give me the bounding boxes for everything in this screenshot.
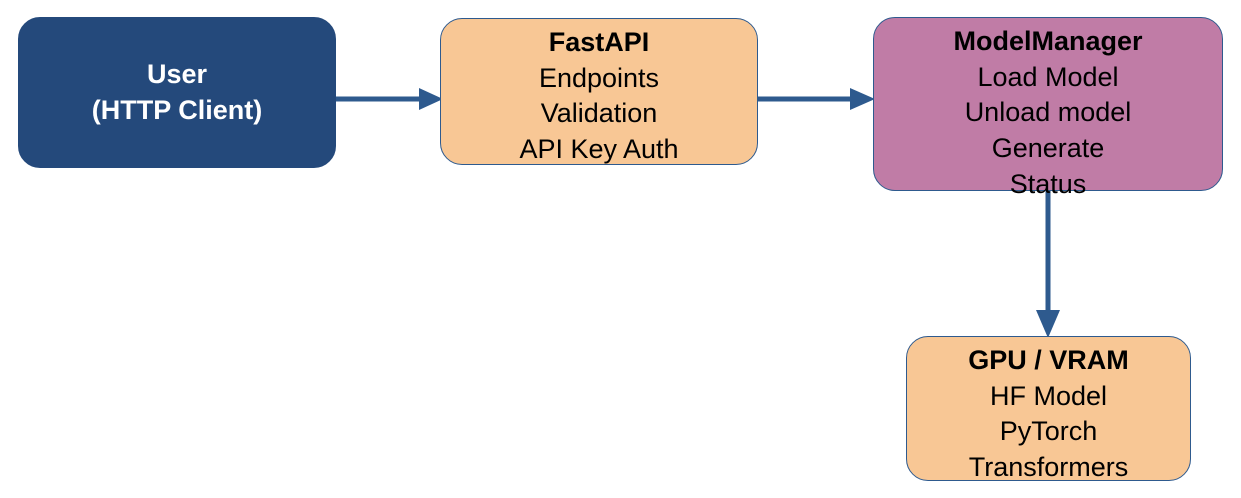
node-modelmanager-line-1: Load Model [977,61,1119,92]
node-modelmanager[interactable]: ModelManager Load Model Unload model Gen… [873,17,1223,199]
node-gpu[interactable]: GPU / VRAM HF Model PyTorch Transformers [906,336,1191,482]
node-gpu-line-1: HF Model [989,380,1108,411]
node-fastapi-line-2: Validation [540,98,658,129]
node-user-line-1: (HTTP Client) [91,94,263,125]
node-fastapi-line-3: API Key Auth [519,133,679,164]
node-modelmanager-line-4: Status [1009,168,1087,199]
node-fastapi-line-1: Endpoints [538,62,660,93]
edge-user-to-fastapi [333,88,443,110]
node-gpu-line-3: Transformers [968,451,1129,482]
node-modelmanager-line-2: Unload model [964,97,1132,128]
node-gpu-line-2: PyTorch [999,416,1098,447]
node-user-title: User [146,58,208,89]
edge-fastapi-to-modelmanager [755,88,875,110]
node-user[interactable]: User (HTTP Client) [18,17,336,168]
node-modelmanager-line-3: Generate [991,132,1105,163]
node-modelmanager-title: ModelManager [953,26,1143,56]
edge-modelmanager-to-gpu [1036,188,1060,338]
node-fastapi[interactable]: FastAPI Endpoints Validation API Key Aut… [440,18,758,165]
node-gpu-title: GPU / VRAM [968,345,1129,375]
node-fastapi-title: FastAPI [548,27,650,57]
